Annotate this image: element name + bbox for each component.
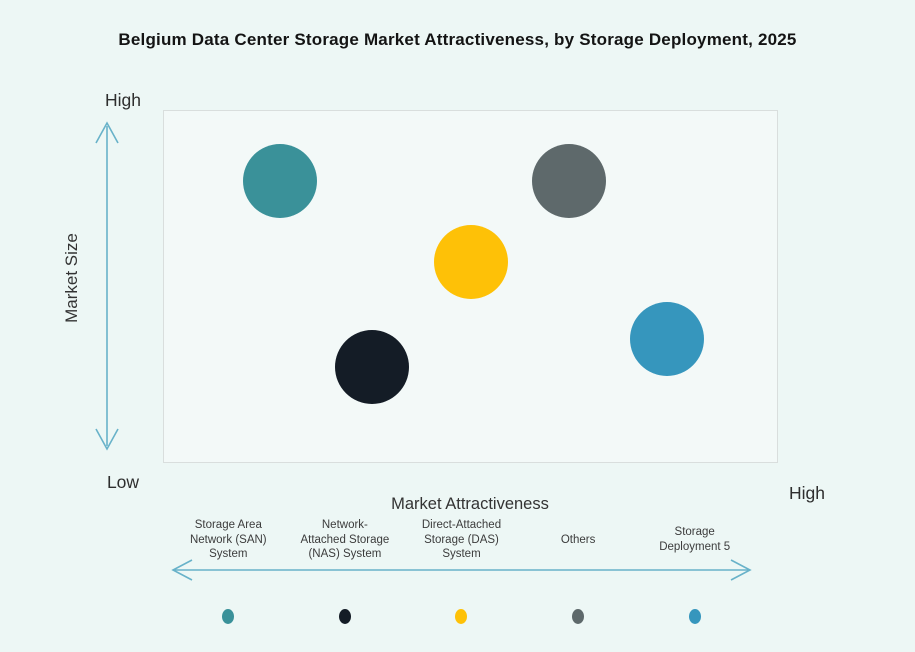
y-axis-low-label: Low — [106, 472, 140, 492]
bubble-san — [243, 144, 318, 219]
y-axis-title: Market Size — [62, 233, 81, 323]
y-axis-arrow — [95, 121, 119, 451]
bubble-das — [433, 224, 508, 299]
legend-label-das: Direct-Attached Storage (DAS) System — [421, 518, 502, 561]
y-axis-high-label: High — [105, 90, 141, 110]
x-axis-arrow — [171, 559, 752, 581]
bubble-deployment5 — [629, 302, 704, 377]
legend-dot-cell-others — [520, 605, 637, 627]
legend-dot-cell-das — [403, 605, 520, 627]
legend-label-nas: Network-Attached Storage (NAS) System — [300, 518, 390, 561]
legend-dot-cell-deployment5 — [636, 605, 753, 627]
chart-title: Belgium Data Center Storage Market Attra… — [118, 30, 797, 49]
legend-dot-others — [572, 608, 585, 624]
legend-dot-san — [222, 608, 235, 624]
legend-dot-cell-nas — [287, 605, 404, 627]
legend-dot-nas — [338, 608, 351, 624]
legend-label-san: Storage Area Network (SAN) System — [189, 518, 267, 561]
legend-label-others: Others — [560, 533, 596, 546]
legend-dot-das — [455, 608, 468, 624]
x-axis-high-label: High — [789, 483, 825, 503]
legend-dot-deployment5 — [688, 608, 701, 624]
legend-label-deployment5: Storage Deployment 5 — [659, 526, 731, 553]
bubble-nas — [335, 330, 410, 405]
legend-dot-cell-san — [170, 605, 287, 627]
legend-labels: Storage Area Network (SAN) System Network… — [170, 506, 753, 574]
plot-area — [163, 110, 778, 463]
legend-dots — [170, 605, 753, 627]
bubble-others — [531, 144, 606, 219]
x-axis-title: Market Attractiveness — [391, 495, 549, 513]
